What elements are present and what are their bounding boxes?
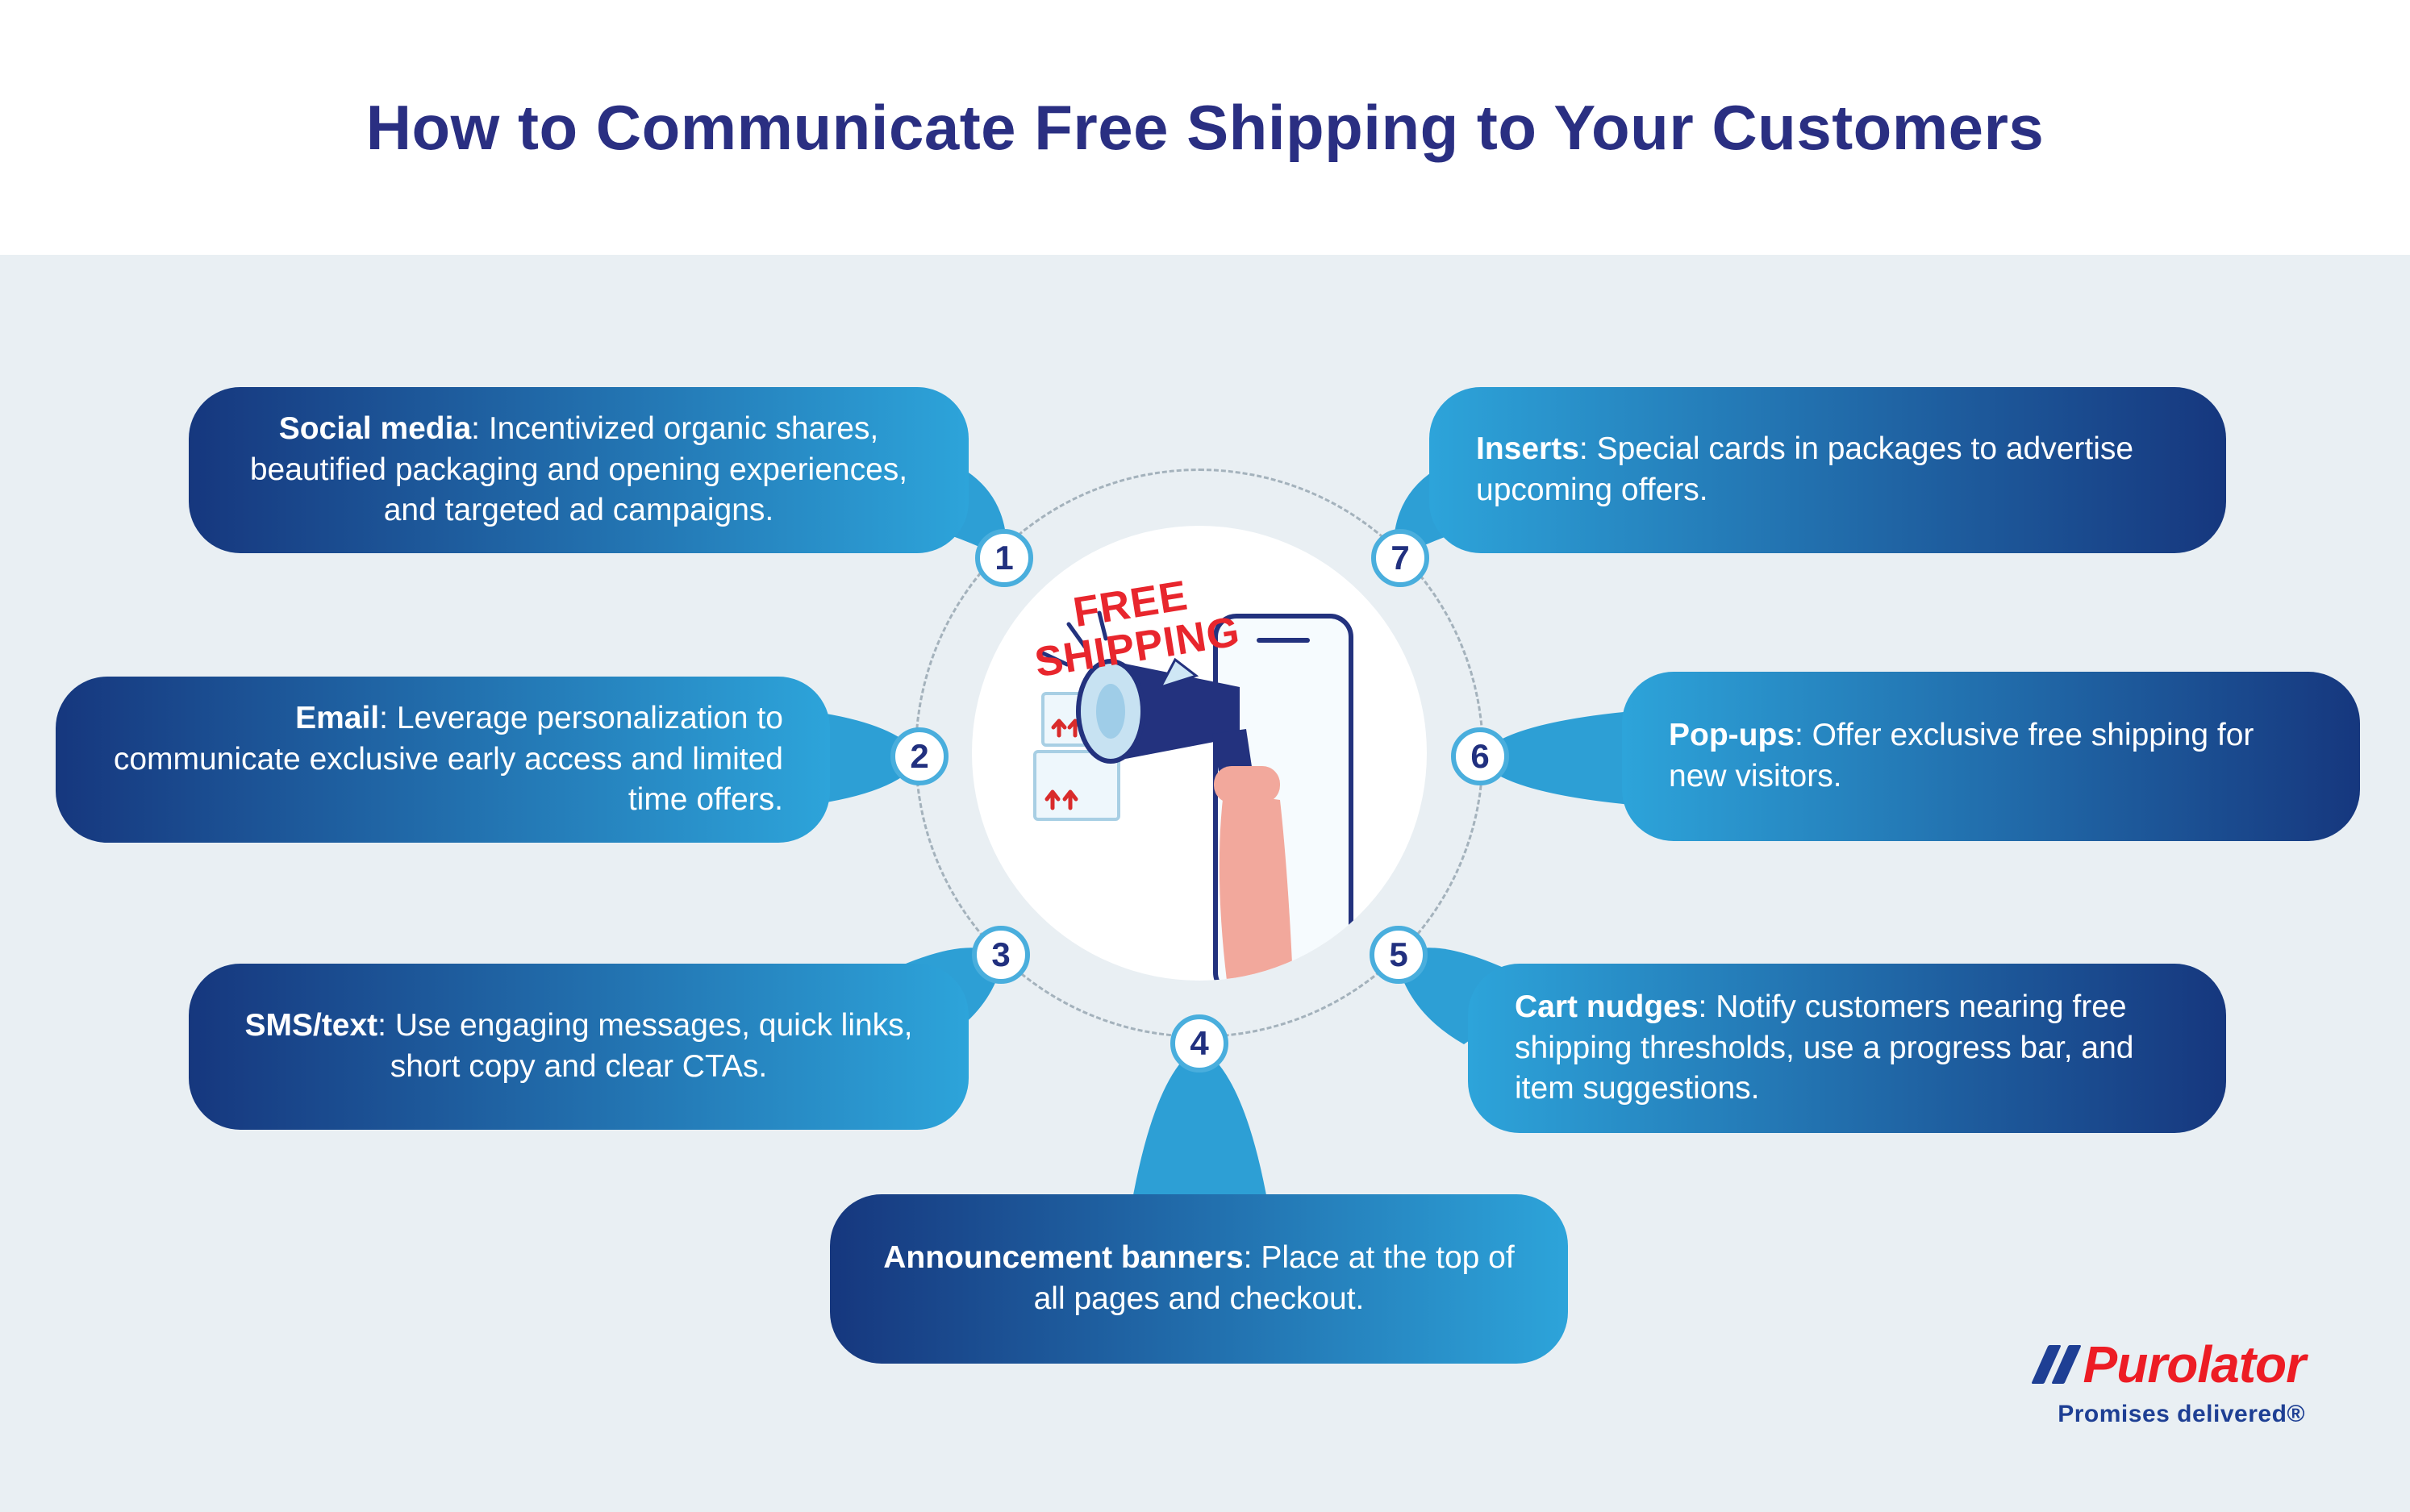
megaphone-illustration (1033, 610, 1353, 981)
callout-label: Pop-ups (1669, 718, 1795, 753)
callout-body: : Leverage personalization to communicat… (113, 700, 783, 818)
bubble-sms-text: SMS/text: Use engaging messages, quick l… (189, 964, 969, 1130)
bubble-popups: Pop-ups: Offer exclusive free shipping f… (1622, 672, 2360, 841)
logo-tagline: Promises delivered® (2058, 1401, 2305, 1427)
callout-body: : Notify customers nearing free shipping… (1515, 989, 2134, 1106)
number-badge-3: 3 (972, 926, 1030, 984)
purolator-logo: Purolator Promises delivered® (2030, 1335, 2306, 1428)
callout-label: Inserts (1476, 431, 1579, 467)
callout-label: Email (295, 700, 380, 735)
callout-text: Announcement banners: Place at the top o… (877, 1238, 1521, 1319)
page-title: How to Communicate Free Shipping to Your… (365, 91, 2045, 163)
number-badge-7: 7 (1371, 529, 1429, 587)
callout-text: Cart nudges: Notify customers nearing fr… (1515, 987, 2179, 1110)
callout-body: : Special cards in packages to advertise… (1476, 431, 2134, 507)
number-badge-5: 5 (1370, 926, 1428, 984)
callout-body: : Use engaging messages, quick links, sh… (377, 1008, 913, 1084)
callout-body: : Incentivized organic shares, beautifie… (249, 410, 908, 528)
callout-text: Email: Leverage personalization to commu… (102, 698, 783, 821)
callout-body: : Offer exclusive free shipping for new … (1669, 718, 2254, 793)
callout-text: Social media: Incentivized organic share… (236, 409, 922, 531)
center-circle: FREE SHIPPING (972, 526, 1427, 981)
bubble-email: Email: Leverage personalization to commu… (56, 677, 830, 843)
bubble-announcement-banners: Announcement banners: Place at the top o… (830, 1194, 1568, 1364)
hand-icon (1219, 792, 1293, 981)
number-badge-4: 4 (1170, 1014, 1228, 1073)
callout-label: SMS/text (244, 1008, 378, 1043)
logo-row: Purolator (2030, 1335, 2306, 1394)
number-badge-2: 2 (890, 727, 949, 785)
bubble-inserts: Inserts: Special cards in packages to ad… (1429, 387, 2226, 553)
bubble-social-media: Social media: Incentivized organic share… (189, 387, 969, 553)
callout-text: Inserts: Special cards in packages to ad… (1476, 429, 2179, 510)
box-arrows-icon (1044, 719, 1083, 810)
speech-tail-icon (1157, 657, 1199, 689)
callout-text: Pop-ups: Offer exclusive free shipping f… (1669, 715, 2313, 797)
number-badge-1: 1 (975, 529, 1033, 587)
bubble-cart-nudges: Cart nudges: Notify customers nearing fr… (1468, 964, 2226, 1133)
callout-label: Announcement banners (883, 1240, 1244, 1276)
callout-body: : Place at the top of all pages and chec… (1033, 1240, 1515, 1316)
callout-label: Cart nudges (1515, 989, 1699, 1024)
callout-text: SMS/text: Use engaging messages, quick l… (236, 1006, 922, 1087)
logo-name: Purolator (2083, 1335, 2306, 1393)
callout-label: Social media (278, 410, 472, 446)
header: How to Communicate Free Shipping to Your… (0, 0, 2410, 255)
sound-lines-icon (1040, 610, 1108, 667)
megaphone-icon (1076, 659, 1280, 803)
number-badge-6: 6 (1451, 727, 1509, 785)
